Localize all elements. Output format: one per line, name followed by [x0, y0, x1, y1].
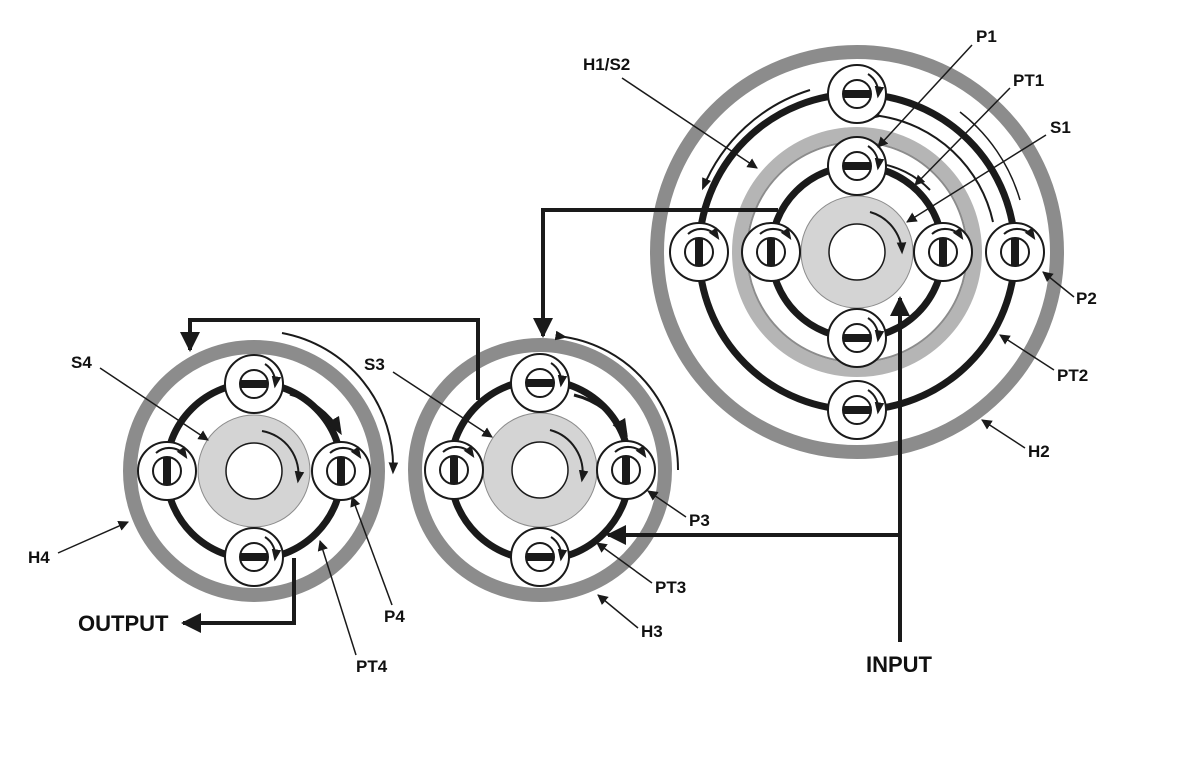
p1-planet-right — [913, 222, 973, 282]
h2-leader — [981, 419, 1026, 449]
stage-1-2-gearset — [650, 45, 1064, 459]
s4-rotation-arrow — [261, 430, 305, 484]
p1-planet-left — [741, 222, 801, 282]
stage3-to-stage4-line — [180, 318, 480, 400]
h3-leader — [597, 594, 639, 629]
p3-planet-left — [424, 440, 484, 500]
p3-planet-top — [510, 353, 570, 413]
outer-rotation-arrow-right — [959, 111, 1021, 201]
h3-rotation-arrow — [554, 330, 680, 471]
pt4-rotation-arrow — [289, 392, 342, 436]
s3-shaft-bore — [511, 441, 569, 499]
p4-planet-top — [224, 354, 284, 414]
p4-planet-bottom — [224, 527, 284, 587]
p1-planet-bottom — [827, 308, 887, 368]
h4-housing-ring — [123, 340, 385, 602]
label-output: OUTPUT — [78, 611, 169, 636]
label-pt2: PT2 — [1057, 366, 1088, 385]
pt3-leader — [596, 542, 653, 584]
h1s2-leader — [621, 77, 758, 169]
pt1-leader — [914, 87, 1011, 186]
h1s2-ring — [732, 127, 982, 377]
p1-planet-top — [827, 136, 887, 196]
leader-lines — [57, 44, 1075, 656]
h4-rotation-arrow — [281, 332, 399, 475]
p2-planet-right — [985, 222, 1045, 282]
h3-housing-ring — [408, 338, 672, 602]
p3-planet-bottom — [510, 527, 570, 587]
p2-planet-bottom — [827, 380, 887, 440]
label-pt4: PT4 — [356, 657, 388, 676]
s3-leader — [392, 371, 493, 438]
label-p2: P2 — [1076, 289, 1097, 308]
p4-planet-right — [311, 441, 371, 501]
p4-leader — [350, 496, 393, 606]
h1s2-rotation-arrow-left — [702, 89, 811, 191]
output-shaft-line — [181, 558, 296, 633]
p2-leader — [1042, 271, 1075, 298]
s4-leader — [99, 367, 209, 441]
label-h4: H4 — [28, 548, 50, 567]
s1-leader — [906, 134, 1047, 223]
p2-planet-left — [669, 222, 729, 282]
label-input: INPUT — [866, 652, 933, 677]
label-p4: P4 — [384, 607, 405, 626]
stage-3-gearset — [408, 330, 680, 602]
s4-shaft-bore — [225, 442, 283, 500]
h4-leader — [57, 521, 129, 554]
label-pt3: PT3 — [655, 578, 686, 597]
s1-rotation-arrow — [869, 211, 907, 255]
h2-housing-ring — [650, 45, 1064, 459]
label-p1: P1 — [976, 27, 997, 46]
pt2-leader — [999, 334, 1055, 371]
label-h1s2: H1/S2 — [583, 55, 630, 74]
label-h2: H2 — [1028, 442, 1050, 461]
p1-leader — [877, 44, 973, 148]
stage-4-gearset — [123, 332, 399, 602]
p3-planet-right — [596, 440, 656, 500]
label-s4: S4 — [71, 353, 92, 372]
label-pt1: PT1 — [1013, 71, 1044, 90]
h1s2-rotation-arrow-right — [869, 109, 994, 223]
stage2-to-stage3-line — [533, 208, 778, 338]
label-h3: H3 — [641, 622, 663, 641]
p2-planet-top — [827, 64, 887, 124]
label-s1: S1 — [1050, 118, 1071, 137]
pt4-leader — [317, 539, 357, 656]
s1-shaft-bore — [828, 223, 886, 281]
power-flow-lines — [180, 208, 910, 642]
p3-leader — [647, 490, 687, 518]
label-p3: P3 — [689, 511, 710, 530]
label-s3: S3 — [364, 355, 385, 374]
p4-planet-left — [137, 441, 197, 501]
s3-rotation-arrow — [549, 429, 589, 483]
pt3-rotation-arrow — [573, 393, 628, 438]
